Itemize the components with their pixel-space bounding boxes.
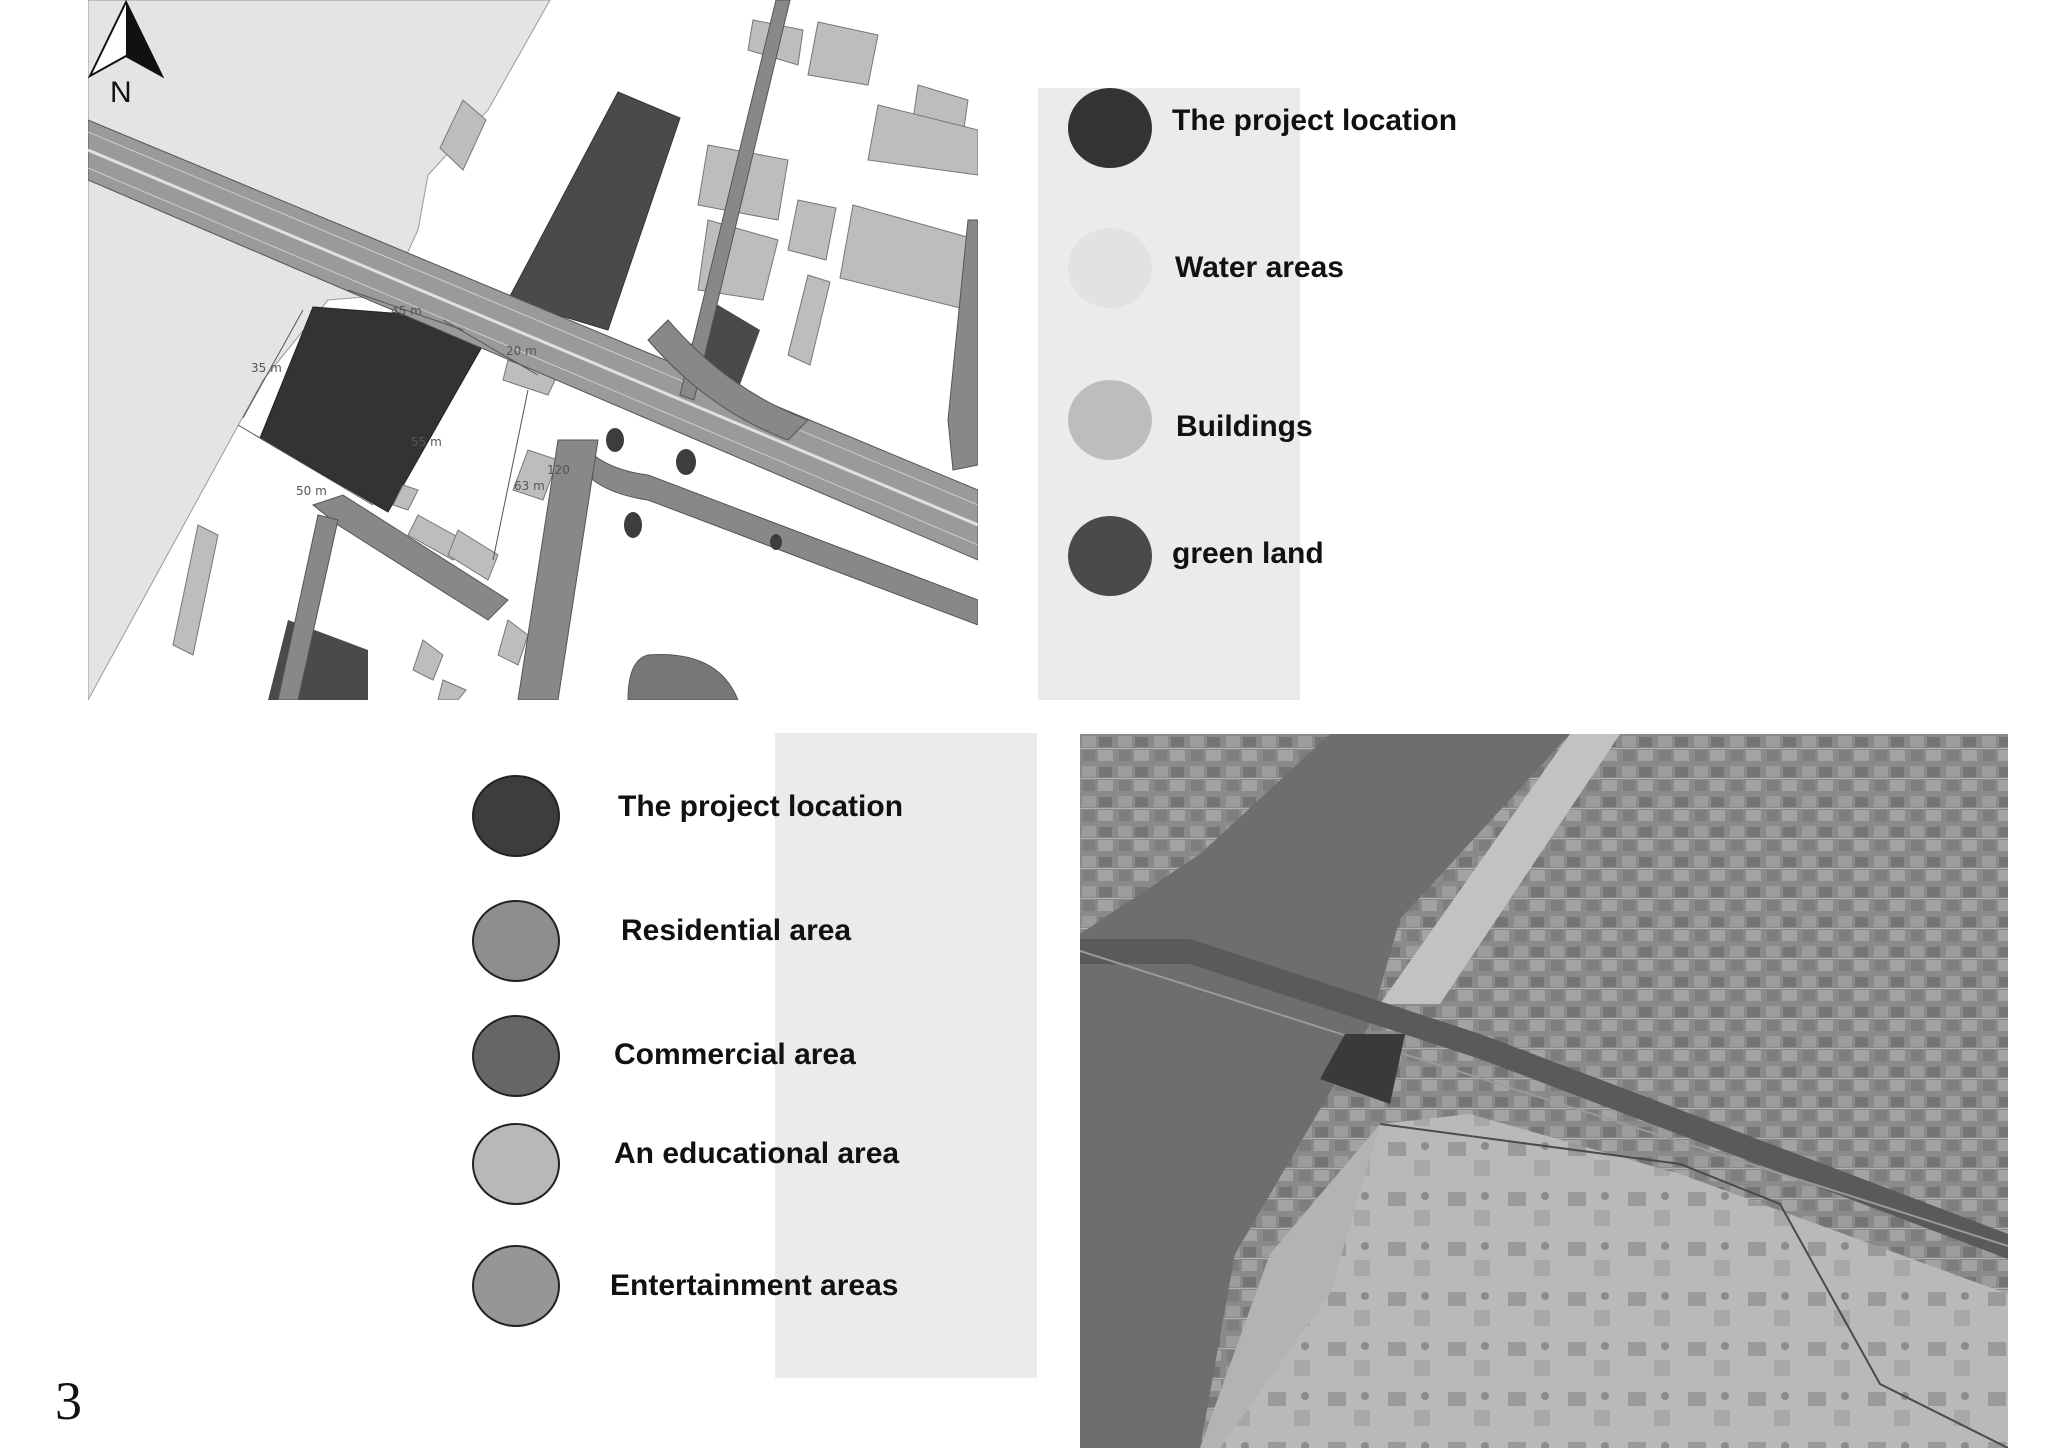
legend-label-water-areas: Water areas bbox=[1175, 251, 1344, 284]
legend-label-entertainment: Entertainment areas bbox=[610, 1269, 899, 1302]
site-plan-map: 35 m 55 m 63 m 50 m 20 m 45 m 120 N bbox=[87, 0, 979, 701]
dim-label-120: 120 bbox=[547, 463, 570, 477]
dim-label-20: 20 m bbox=[506, 344, 537, 358]
legend-swatch-water-areas bbox=[1068, 228, 1152, 308]
legend-swatch-commercial bbox=[472, 1015, 560, 1097]
legend-label-commercial: Commercial area bbox=[614, 1038, 856, 1071]
project-patch bbox=[1320, 1034, 1405, 1104]
dimension-lines bbox=[237, 289, 539, 561]
legend-swatch-educational bbox=[472, 1123, 560, 1205]
dim-label-45: 45 m bbox=[391, 304, 422, 318]
legend-swatch-project-location-2 bbox=[472, 775, 560, 857]
north-arrow-icon bbox=[87, 0, 165, 79]
legend-bottom-panel bbox=[775, 733, 1037, 1378]
legend-label-project-location: The project location bbox=[1172, 104, 1458, 137]
dim-label-50: 50 m bbox=[296, 484, 327, 498]
aerial-photo bbox=[1079, 734, 2009, 1449]
north-label: N bbox=[110, 76, 132, 109]
green-land-block bbox=[507, 91, 681, 331]
river bbox=[1080, 734, 1570, 1448]
legend-label-project-location-2: The project location bbox=[618, 790, 904, 823]
page-number: 3 bbox=[55, 1371, 82, 1431]
legend-swatch-entertainment bbox=[472, 1245, 560, 1327]
legend-label-buildings: Buildings bbox=[1176, 410, 1313, 443]
site-plan-drawing: 35 m 55 m 63 m 50 m 20 m 45 m 120 N bbox=[87, 0, 979, 701]
campus-area bbox=[1220, 1114, 2008, 1448]
roads bbox=[87, 0, 979, 701]
dim-label-55: 55 m bbox=[411, 435, 442, 449]
legend-label-green-land: green land bbox=[1172, 537, 1324, 570]
legend-swatch-buildings bbox=[1068, 380, 1152, 460]
trees bbox=[606, 428, 782, 550]
aerial-photo-drawing bbox=[1079, 734, 2009, 1449]
dim-label-35: 35 m bbox=[251, 361, 282, 375]
dim-label-63: 63 m bbox=[514, 479, 545, 493]
legend-swatch-residential bbox=[472, 900, 560, 982]
legend-label-residential: Residential area bbox=[621, 914, 852, 947]
legend-swatch-project-location bbox=[1068, 88, 1152, 168]
legend-label-educational: An educational area bbox=[614, 1137, 900, 1170]
legend-swatch-green-land bbox=[1068, 516, 1152, 596]
